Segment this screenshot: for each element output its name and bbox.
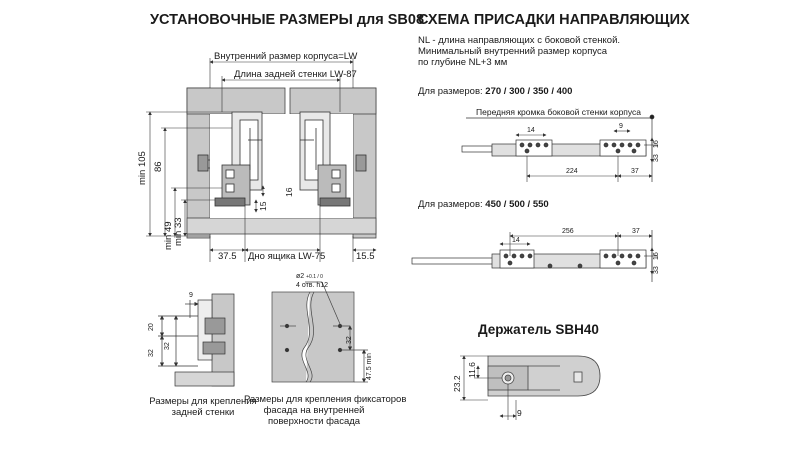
rail-2-dimensions xyxy=(499,232,658,275)
sl-dim-9: 9 xyxy=(189,292,193,299)
holder-dimensions xyxy=(460,355,517,420)
r2-dim-33: 33 xyxy=(653,266,660,274)
holder-sbh40 xyxy=(487,355,601,397)
sr-holes: 4 отв. h12 xyxy=(296,282,329,289)
note-line: по глубине NL+3 мм xyxy=(418,57,508,68)
r1-dim-37: 37 xyxy=(631,168,639,175)
holder-dim-23-2: 23.2 xyxy=(452,375,462,392)
back-wall-caption: Размеры для крепления задней стенки xyxy=(148,396,258,418)
hole-tolerance: +0.1 / 0 xyxy=(306,274,323,280)
caption-line: задней стенки xyxy=(171,407,235,418)
main-dimensions xyxy=(146,58,377,262)
dim-86: 86 xyxy=(153,161,164,172)
sl-dim-32a: 32 xyxy=(148,349,155,357)
rails-note: NL - длина направляющих с боковой стенко… xyxy=(418,35,620,68)
holder-dim-11-6: 11.6 xyxy=(467,362,477,378)
r2-dim-14: 14 xyxy=(512,237,520,244)
sl-dim-20: 20 xyxy=(148,323,155,331)
dim-min-33: min 33 xyxy=(173,217,184,246)
rail-1-dimensions xyxy=(515,129,658,182)
dim-15-5: 15.5 xyxy=(356,251,375,262)
rail-scheme-1 xyxy=(461,139,647,157)
caption-line: Размеры для крепления фиксаторов xyxy=(244,394,407,405)
front-edge-label: Передняя кромка боковой стенки корпуса xyxy=(476,107,642,117)
caption-line: фасада на внутренней xyxy=(263,405,365,416)
rail-scheme-2 xyxy=(411,249,647,269)
back-wall-detail xyxy=(158,293,235,387)
r1-dim-9: 9 xyxy=(619,123,623,130)
holder-dim-9: 9 xyxy=(517,408,522,418)
sr-hole: ø2 +0.1 / 0 xyxy=(296,273,323,280)
r2-dim-256: 256 xyxy=(562,228,574,235)
note-line: NL - длина направляющих с боковой стенко… xyxy=(418,35,621,46)
r1-dim-16: 16 xyxy=(653,140,660,148)
sr-dim-47-5: 47.5 min xyxy=(366,353,373,380)
sizes-prefix: Для размеров: xyxy=(418,86,486,97)
dim-min-105: min 105 xyxy=(137,151,148,185)
r1-dim-14: 14 xyxy=(527,127,535,134)
inner-size-label: Внутренний размер корпуса=LW xyxy=(214,51,358,62)
sizes-1-label: Для размеров: 270 / 300 / 350 / 400 xyxy=(418,86,572,97)
back-wall-label: Длина задней стенки LW-87 xyxy=(234,69,357,80)
sizes-values: 450 / 500 / 550 xyxy=(485,199,549,210)
r2-dim-37: 37 xyxy=(632,228,640,235)
sizes-prefix: Для размеров: xyxy=(418,199,486,210)
dim-15: 15 xyxy=(258,201,268,211)
caption-line: Размеры для крепления xyxy=(149,396,257,407)
r1-dim-33: 33 xyxy=(653,154,660,162)
bottom-label: Дно ящика LW-75 xyxy=(248,251,326,262)
sl-dim-32b: 32 xyxy=(164,342,171,350)
hole-diameter: ø2 xyxy=(296,273,305,280)
caption-line: поверхности фасада xyxy=(267,416,361,427)
dim-16: 16 xyxy=(284,187,294,197)
r2-dim-16: 16 xyxy=(653,252,660,260)
facade-caption: Размеры для крепления фиксаторов фасада … xyxy=(244,394,407,427)
left-title: УСТАНОВОЧНЫЕ РАЗМЕРЫ для SB08 xyxy=(150,12,425,28)
sr-dim-32: 32 xyxy=(346,336,353,344)
r1-dim-224: 224 xyxy=(566,168,578,175)
dim-37-5: 37.5 xyxy=(218,251,237,262)
right-drawer-side xyxy=(299,111,367,207)
cabinet-section xyxy=(186,86,377,239)
facade-detail xyxy=(271,281,368,383)
sizes-2-label: Для размеров: 450 / 500 / 550 xyxy=(418,199,549,210)
right-title: СХЕМА ПРИСАДКИ НАПРАВЛЯЮЩИХ xyxy=(418,12,690,28)
left-drawer-side xyxy=(197,111,263,207)
note-line: Минимальный внутренний размер корпуса xyxy=(418,46,608,57)
holder-title: Держатель SBH40 xyxy=(478,322,599,337)
sizes-values: 270 / 300 / 350 / 400 xyxy=(485,86,573,97)
